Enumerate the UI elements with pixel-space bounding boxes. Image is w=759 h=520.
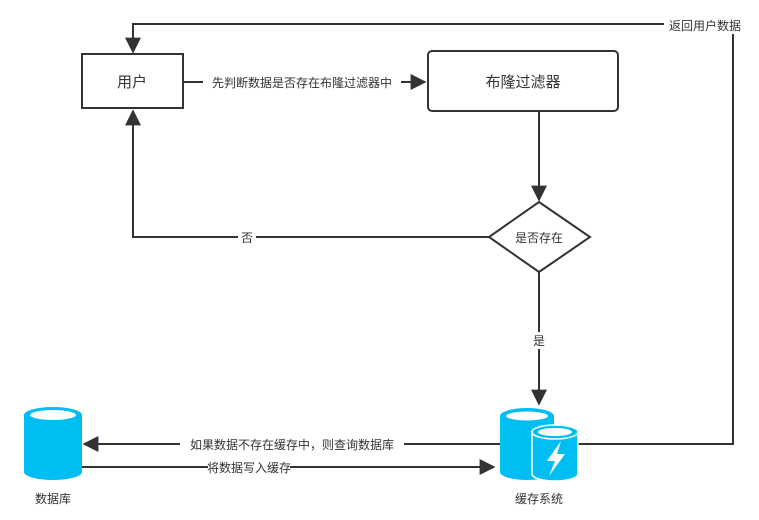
edge-cache-to-db: 如果数据不存在缓存中，则查询数据库 bbox=[82, 436, 500, 453]
node-bloom-filter[interactable]: 布隆过滤器 bbox=[427, 50, 619, 112]
edge-label-check-bloom: 先判断数据是否存在布隆过滤器中 bbox=[212, 75, 392, 90]
node-user-label: 用户 bbox=[117, 73, 147, 91]
edge-label-return-user-data: 返回用户数据 bbox=[669, 18, 741, 33]
node-database-label: 数据库 bbox=[35, 491, 71, 506]
edge-label-yes: 是 bbox=[533, 334, 545, 348]
edge-decision-no: 否 bbox=[125, 109, 489, 246]
edge-label-query-db: 如果数据不存在缓存中，则查询数据库 bbox=[190, 437, 394, 452]
node-cache-system[interactable]: 缓存系统 bbox=[500, 408, 579, 506]
edge-db-to-cache: 将数据写入缓存 bbox=[82, 459, 496, 476]
cache-cylinder-icon bbox=[500, 408, 579, 482]
node-cache-system-label: 缓存系统 bbox=[515, 492, 563, 506]
node-exists-decision-label: 是否存在 bbox=[515, 231, 563, 245]
lightning-icon bbox=[547, 441, 565, 476]
node-database[interactable]: 数据库 bbox=[24, 407, 82, 506]
edge-label-write-cache: 将数据写入缓存 bbox=[207, 460, 291, 475]
database-cylinder-icon bbox=[24, 407, 82, 480]
edge-label-no: 否 bbox=[241, 231, 253, 245]
node-exists-decision[interactable]: 是否存在 bbox=[487, 200, 592, 274]
edge-decision-yes: 是 bbox=[530, 272, 548, 406]
edge-cache-to-user: 返回用户数据 bbox=[125, 16, 746, 445]
node-user[interactable]: 用户 bbox=[81, 53, 184, 109]
node-bloom-filter-label: 布隆过滤器 bbox=[485, 73, 560, 91]
edge-user-to-bloom: 先判断数据是否存在布隆过滤器中 bbox=[183, 74, 427, 91]
